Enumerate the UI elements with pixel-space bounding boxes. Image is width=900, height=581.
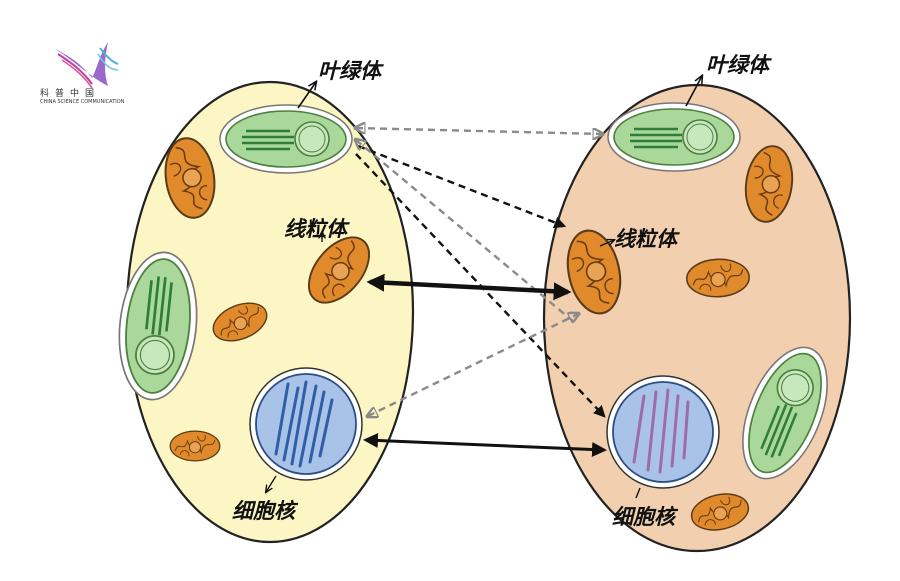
label-plant-nucleus: 细胞核 (232, 499, 299, 523)
logo-mark-icon (54, 42, 119, 89)
label-plant-chloroplast: 叶绿体 (318, 59, 384, 83)
animal-cell: 叶绿体 线粒体 细胞核 (542, 53, 852, 553)
comparison-arrows (356, 128, 607, 457)
plant-chloroplast-top (218, 103, 354, 175)
plant-mitochondrion-4 (169, 430, 221, 462)
logo-chinese-text: 科普中国 (40, 87, 100, 99)
plant-cell: 叶绿体 线粒体 细胞核 (111, 59, 415, 544)
logo-english-text: CHINA SCIENCE COMMUNICATION (40, 99, 125, 105)
arrow-nucleus-nucleus (363, 433, 607, 457)
label-plant-mitochondrion: 线粒体 (284, 217, 350, 241)
animal-chloroplast-top (606, 101, 742, 173)
science-communication-logo: 科普中国 CHINA SCIENCE COMMUNICATION (40, 42, 125, 105)
label-animal-mitochondrion: 线粒体 (614, 227, 680, 251)
label-animal-chloroplast: 叶绿体 (706, 53, 772, 77)
label-animal-nucleus: 细胞核 (612, 505, 679, 529)
animal-nucleus (606, 375, 720, 489)
plant-nucleus (249, 367, 363, 481)
arrow-mitochondrion-mitochondrion (366, 273, 572, 301)
arrow-chloroplast-chloroplast (356, 128, 602, 134)
arrow-nucleus-mitochondrion-gray (368, 314, 578, 416)
arrow-chloroplast-mitochondrion (357, 144, 567, 229)
